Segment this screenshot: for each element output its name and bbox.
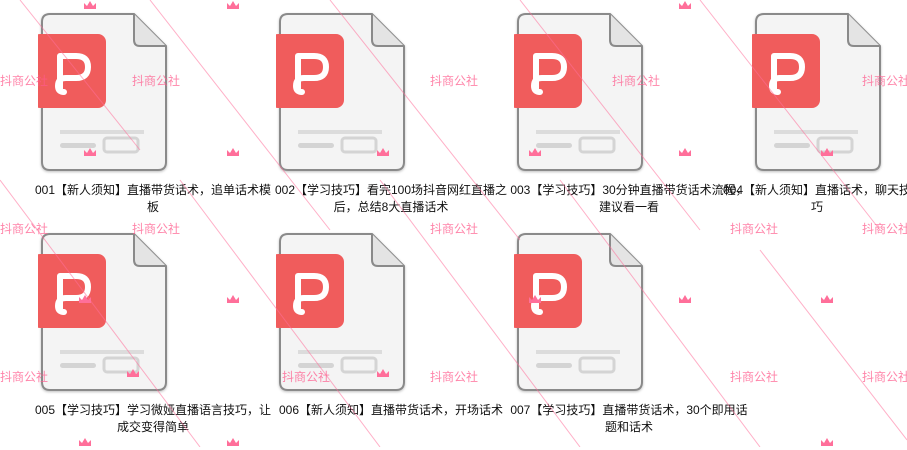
file-item[interactable]: 001【新人须知】直播带货话术，追单话术模板 xyxy=(35,10,271,230)
file-item[interactable]: 006【新人须知】直播带货话术，开场话术 xyxy=(276,230,506,450)
file-name: 005【学习技巧】学习微娅直播语言技巧，让成交变得简单 xyxy=(34,403,272,434)
file-item[interactable]: 003【学习技巧】30分钟直播带货话术流程，建议看一看 xyxy=(510,10,748,230)
file-item[interactable]: 004【新人须知】直播话术，聊天技巧 xyxy=(723,10,907,230)
file-name: 007【学习技巧】直播带货话术，30个即用话题和话术 xyxy=(510,403,748,434)
file-name: 004【新人须知】直播话术，聊天技巧 xyxy=(722,183,907,214)
file-name: 003【学习技巧】30分钟直播带货话术流程，建议看一看 xyxy=(510,183,748,214)
file-item[interactable]: 002【学习技巧】看完100场抖音网红直播之后，总结8大直播话术 xyxy=(275,10,507,230)
file-name: 002【学习技巧】看完100场抖音网红直播之后，总结8大直播话术 xyxy=(274,183,508,214)
pdf-file-icon xyxy=(276,10,426,180)
pdf-file-icon xyxy=(514,10,664,180)
pdf-file-icon xyxy=(752,10,902,180)
pdf-file-icon xyxy=(38,10,188,180)
pdf-file-icon xyxy=(276,230,426,400)
file-item[interactable]: 005【学习技巧】学习微娅直播语言技巧，让成交变得简单 xyxy=(35,230,271,450)
file-name: 006【新人须知】直播带货话术，开场话术 xyxy=(278,403,504,417)
file-item[interactable]: 007【学习技巧】直播带货话术，30个即用话题和话术 xyxy=(510,230,748,450)
pdf-file-icon xyxy=(514,230,664,400)
pdf-file-icon xyxy=(38,230,188,400)
file-name: 001【新人须知】直播带货话术，追单话术模板 xyxy=(34,183,272,214)
